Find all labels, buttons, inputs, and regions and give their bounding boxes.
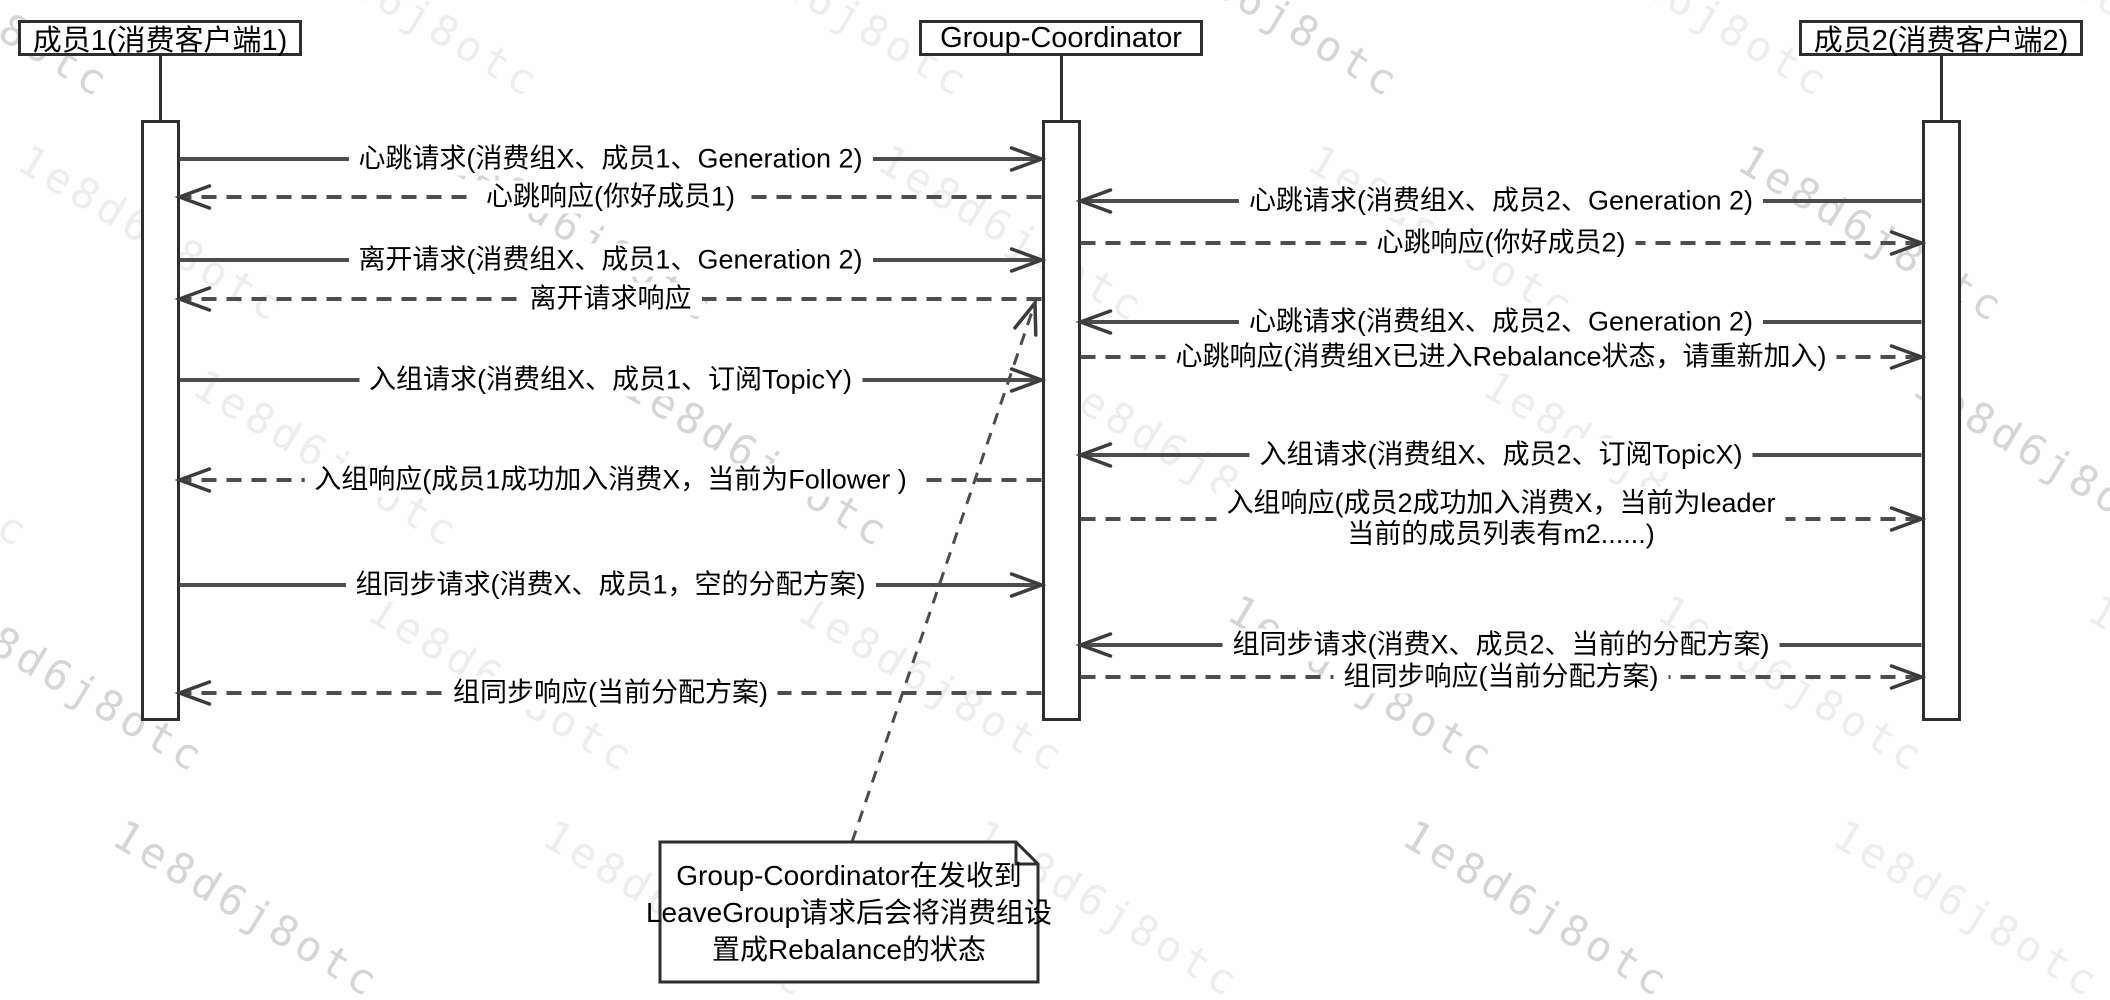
activation-bar-member1 xyxy=(140,120,180,721)
message-label: 心跳请求(消费组X、成员2、Generation 2) xyxy=(1238,184,1764,218)
message-label: 离开请求响应 xyxy=(519,282,702,316)
message-label: 组同步请求(消费X、成员2、当前的分配方案) xyxy=(1222,628,1780,662)
note-box xyxy=(658,840,1040,984)
message-label: 组同步响应(当前分配方案) xyxy=(443,676,778,710)
arrowhead xyxy=(1889,664,1927,690)
arrowhead xyxy=(1889,506,1927,532)
participant-label: 成员2(消费客户端2) xyxy=(1813,25,2069,57)
message-label-line: 入组响应(成员2成功加入消费X，当前为leader xyxy=(1226,488,1776,518)
message-label: 组同步响应(当前分配方案) xyxy=(1333,660,1669,694)
activation-bar-member2 xyxy=(1921,120,1961,721)
message-label-line: 当前的成员列表有m2......) xyxy=(1347,519,1655,549)
arrowhead xyxy=(174,680,212,706)
note-connector-line xyxy=(850,302,1037,843)
message-label-line: 离开请求(消费组X、成员1、Generation 2) xyxy=(358,244,863,275)
message-label: 入组请求(消费组X、成员2、订阅TopicX) xyxy=(1249,438,1753,472)
note-line: LeaveGroup请求后会将消费组设 xyxy=(645,896,1053,928)
note-connector-arrowhead xyxy=(1013,298,1038,337)
message-label: 入组请求(消费组X、成员1、订阅TopicY) xyxy=(358,363,863,397)
message-label: 心跳响应(你好成员2) xyxy=(1366,226,1636,260)
participant-coordinator: Group-Coordinator xyxy=(919,20,1203,56)
message-label-line: 入组请求(消费组X、成员2、订阅TopicX) xyxy=(1259,439,1743,470)
message-label-line: 组同步请求(消费X、成员1，空的分配方案) xyxy=(355,569,866,600)
message-label-line: 入组响应(成员1成功加入消费X，当前为Follower ) xyxy=(314,464,907,495)
message-label: 离开请求(消费组X、成员1、Generation 2) xyxy=(348,243,873,277)
message-label: 心跳响应(消费组X已进入Rebalance状态，请重新加入) xyxy=(1165,340,1837,374)
message-label: 入组响应(成员1成功加入消费X，当前为Follower ) xyxy=(304,463,917,497)
message-label-line: 组同步请求(消费X、成员2、当前的分配方案) xyxy=(1232,629,1770,660)
message-label-line: 心跳响应(你好成员2) xyxy=(1376,227,1626,258)
message-label: 心跳请求(消费组X、成员2、Generation 2) xyxy=(1238,305,1764,339)
activation-bar-coordinator xyxy=(1041,120,1081,721)
lifeline-coordinator xyxy=(1059,56,1063,120)
arrowhead xyxy=(1009,247,1047,273)
participant-label: Group-Coordinator xyxy=(940,21,1182,54)
arrowhead xyxy=(1889,344,1927,370)
lifeline-member1 xyxy=(158,56,162,120)
message-label-line: 组同步响应(当前分配方案) xyxy=(453,677,768,708)
arrowhead xyxy=(1009,367,1047,393)
arrowhead xyxy=(1075,632,1113,658)
message-label: 心跳请求(消费组X、成员1、Generation 2) xyxy=(348,142,873,176)
arrowhead xyxy=(1889,230,1927,256)
arrowhead xyxy=(1075,309,1113,335)
message-label-line: 入组请求(消费组X、成员1、订阅TopicY) xyxy=(368,364,853,395)
message-label: 心跳响应(你好成员1) xyxy=(476,180,745,214)
message-label-line: 心跳请求(消费组X、成员2、Generation 2) xyxy=(1248,306,1754,337)
arrowhead xyxy=(1075,188,1113,214)
participant-member1: 成员1(消费客户端1) xyxy=(18,20,302,57)
message-label-line: 心跳响应(你好成员1) xyxy=(486,181,735,212)
message-label: 组同步请求(消费X、成员1，空的分配方案) xyxy=(345,568,876,602)
message-label-line: 心跳请求(消费组X、成员1、Generation 2) xyxy=(358,143,863,174)
arrowhead xyxy=(174,184,212,210)
message-label-line: 心跳响应(消费组X已进入Rebalance状态，请重新加入) xyxy=(1175,341,1827,372)
note-line: 置成Rebalance的状态 xyxy=(712,933,986,965)
note-text: Group-Coordinator在发收到 LeaveGroup请求后会将消费组… xyxy=(646,842,1052,982)
arrowhead xyxy=(174,467,212,493)
note-fold-corner xyxy=(1014,842,1038,866)
note-line: Group-Coordinator在发收到 xyxy=(676,859,1022,891)
arrowhead xyxy=(174,286,212,312)
arrowhead xyxy=(1009,572,1047,598)
message-label-line: 离开请求响应 xyxy=(529,283,692,314)
participant-label: 成员1(消费客户端1) xyxy=(32,25,288,57)
message-label-line: 组同步响应(当前分配方案) xyxy=(1343,661,1659,692)
participant-member2: 成员2(消费客户端2) xyxy=(1799,20,2083,57)
lifeline-member2 xyxy=(1939,56,1943,120)
arrowhead xyxy=(1009,146,1047,172)
arrowhead xyxy=(1075,442,1113,468)
message-label-line: 心跳请求(消费组X、成员2、Generation 2) xyxy=(1248,185,1754,216)
